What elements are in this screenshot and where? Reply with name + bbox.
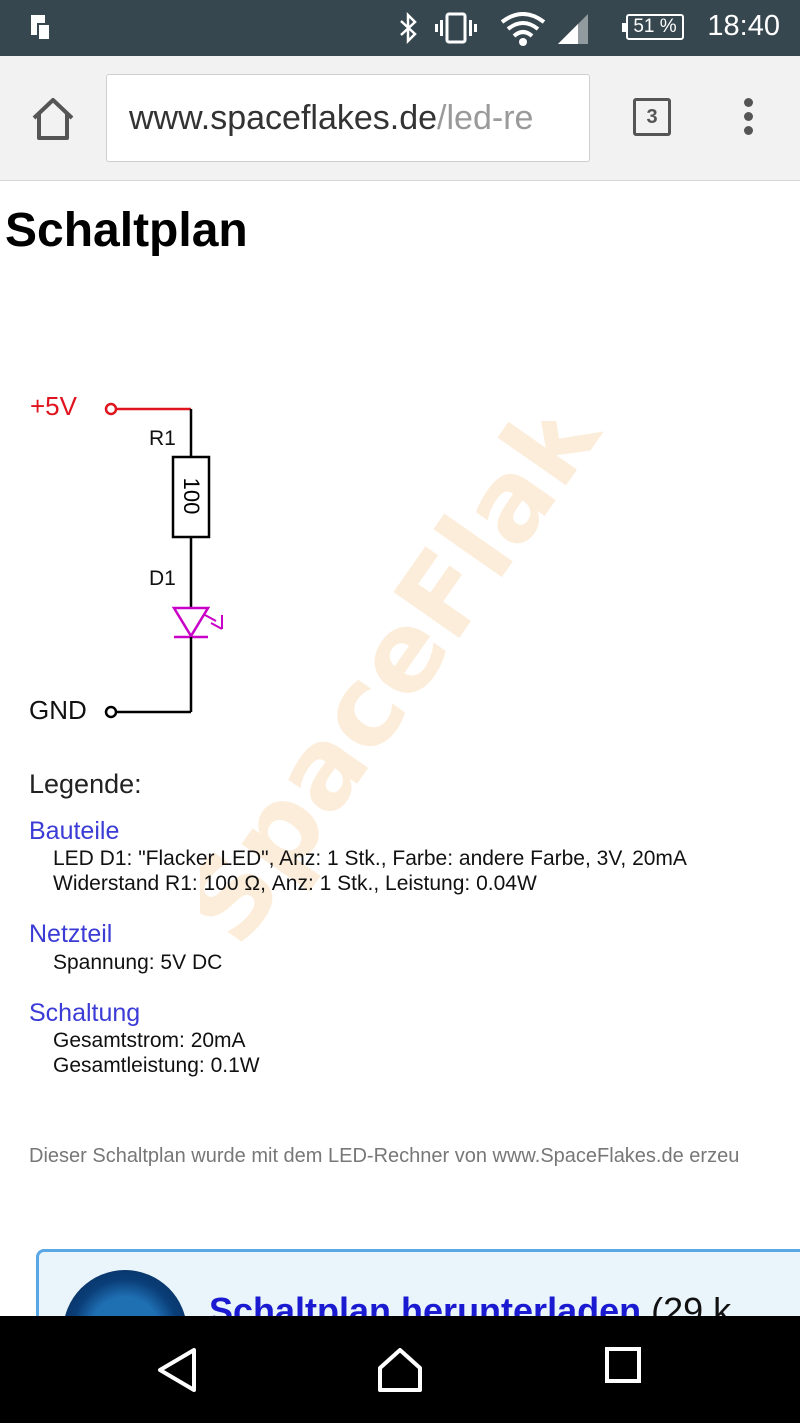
vibrate-icon [435, 12, 477, 44]
wifi-icon [500, 12, 546, 46]
download-link-row: Schaltplan herunterladen (29 k [209, 1290, 731, 1316]
navigation-bar [0, 1316, 800, 1423]
clock: 18:40 [707, 10, 780, 42]
supply-label: +5V [30, 391, 77, 421]
led-name-label: D1 [149, 567, 176, 590]
download-link[interactable]: Schaltplan herunterladen [209, 1290, 642, 1316]
schematic-drawing [104, 402, 223, 719]
section-line: Gesamtleistung: 0.1W [53, 1054, 260, 1077]
footer-note: Dieser Schaltplan wurde mit dem LED-Rech… [29, 1145, 740, 1167]
browser-toolbar: www.spaceflakes.de/led-re 3 [0, 56, 800, 181]
resistor-value-label: 100 [179, 477, 204, 515]
page-content: Schaltplan SpaceFlakes +5V GND R1 [0, 181, 800, 1316]
home-nav-icon[interactable] [376, 1346, 424, 1394]
download-size: (29 k [651, 1290, 732, 1316]
back-icon[interactable] [156, 1346, 200, 1394]
bluetooth-icon [400, 12, 417, 44]
section-heading-schaltung: Schaltung [29, 999, 141, 1027]
section-line: LED D1: "Flacker LED", Anz: 1 Stk., Farb… [53, 847, 687, 870]
recents-icon[interactable] [604, 1346, 642, 1384]
legend-title: Legende: [29, 769, 142, 799]
section-heading-bauteile: Bauteile [29, 817, 120, 845]
home-icon[interactable] [28, 94, 78, 144]
page-title: Schaltplan [5, 204, 248, 257]
section-line: Widerstand R1: 100 Ω, Anz: 1 Stk., Leist… [53, 872, 537, 895]
battery-indicator: 51 % [622, 14, 684, 40]
url-domain: www.spaceflakes.de [129, 99, 438, 137]
status-bar: 51 % 18:40 [0, 0, 800, 56]
overflow-menu-icon[interactable] [738, 98, 758, 138]
sim-card-icon [31, 15, 51, 41]
resistor-name-label: R1 [149, 427, 176, 450]
section-line: Spannung: 5V DC [53, 951, 223, 974]
section-line: Gesamtstrom: 20mA [53, 1029, 246, 1052]
section-heading-netzteil: Netzteil [29, 920, 113, 948]
url-text: www.spaceflakes.de/led-re [129, 99, 533, 138]
ground-label: GND [29, 695, 87, 725]
url-path: /led-re [437, 99, 534, 137]
download-box: Schaltplan herunterladen (29 k [36, 1249, 800, 1316]
watermark-logo: SpaceFlakes [200, 421, 703, 966]
circuit-schematic: +5V GND R1 100 D1 [0, 371, 400, 731]
disc-icon [63, 1270, 187, 1316]
address-bar[interactable]: www.spaceflakes.de/led-re [106, 74, 590, 162]
cell-signal-icon [558, 14, 588, 44]
tab-switcher-button[interactable]: 3 [633, 98, 671, 136]
